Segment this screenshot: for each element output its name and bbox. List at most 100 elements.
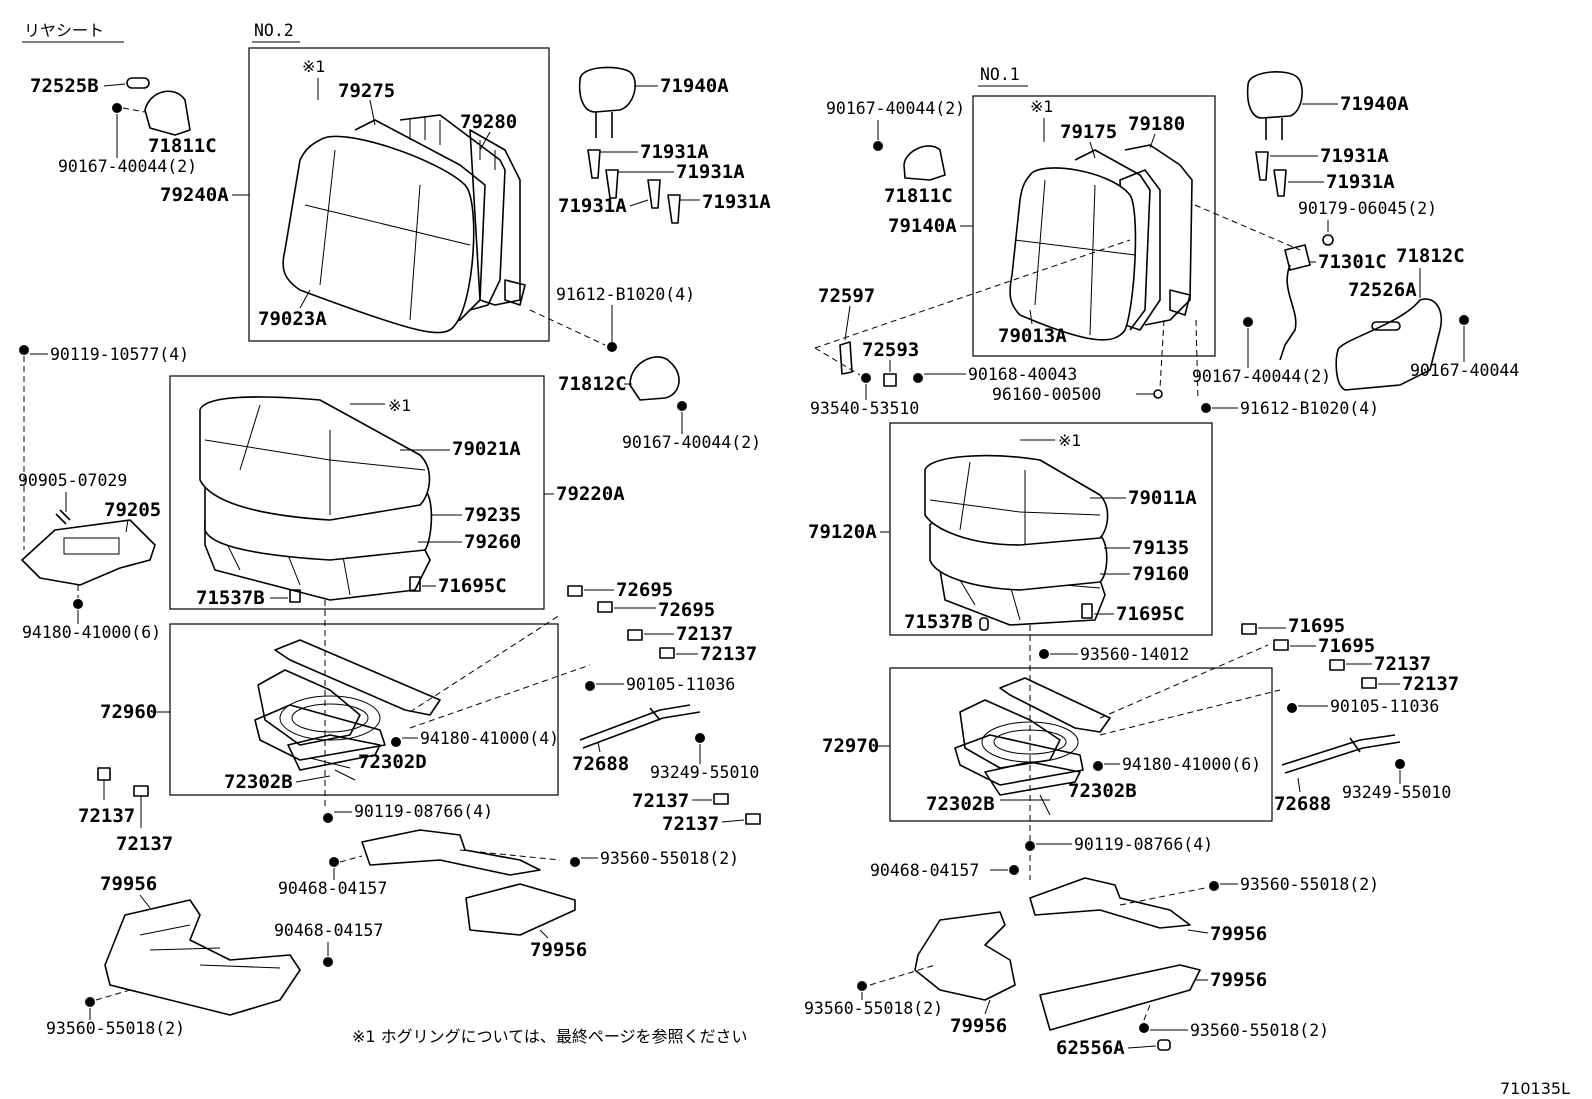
- cover-79956-upper-no2: [361, 829, 541, 876]
- clip-icon: [597, 601, 613, 613]
- screw-icon: [85, 997, 95, 1007]
- cover-79956-upper-no1: [1029, 877, 1191, 929]
- part-79140A: 79140A: [888, 215, 957, 237]
- frame-box-no1: [889, 667, 1273, 822]
- cap-icon: [1329, 659, 1345, 671]
- clip-icon: [1273, 639, 1289, 651]
- part-72688-no1: 72688: [1274, 793, 1331, 815]
- part-90167-40044-no1: 90167-40044: [1410, 361, 1519, 380]
- part-71940A-no1: 71940A: [1340, 93, 1409, 115]
- bolt-icon: [1201, 403, 1211, 413]
- lever-cable-71301C: [1279, 244, 1311, 361]
- part-90119-08766: 90119-08766(4): [354, 802, 493, 821]
- part-72960: 72960: [100, 701, 157, 723]
- part-90468-04157-no1: 90468-04157: [870, 861, 979, 880]
- part-72137-a: 72137: [676, 623, 733, 645]
- part-93560-55018-a: 93560-55018(2): [600, 849, 739, 868]
- part-93560-55018-a-no1: 93560-55018(2): [1240, 875, 1379, 894]
- dash-93560-no1: [1119, 887, 1206, 906]
- part-79135: 79135: [1132, 537, 1189, 559]
- seat-no1-group: NO.1 ※1 79175 79180 79013A 79140A 90167-…: [804, 65, 1519, 1059]
- part-79956-a-no1: 79956: [1210, 923, 1267, 945]
- part-79021A: 79021A: [452, 438, 521, 460]
- leader-71931A-c: [629, 199, 649, 207]
- bolt-icon: [19, 345, 29, 355]
- cap-icon: [713, 793, 729, 805]
- part-71811C-no1: 71811C: [884, 185, 953, 207]
- frame-illustration-72970: [954, 677, 1111, 796]
- tag-71695C-no1: [1081, 603, 1093, 619]
- part-90179-06045: 90179-06045(2): [1298, 199, 1437, 218]
- bolt-icon: [607, 342, 617, 352]
- leader-72302B: [295, 775, 331, 783]
- dash-93560-c-no1: [869, 964, 936, 986]
- screw-icon: [112, 103, 122, 113]
- part-93249-55010: 93249-55010: [650, 763, 759, 782]
- cap-icon: [1361, 677, 1377, 689]
- part-94180-41000-6-no1: 94180-41000(6): [1122, 755, 1261, 774]
- part-72137-e: 72137: [78, 805, 135, 827]
- cover-71811C: [144, 90, 191, 136]
- part-71931A-b-no1: 71931A: [1326, 171, 1395, 193]
- leader-72525B: [103, 83, 126, 87]
- part-71931A-c: 71931A: [558, 195, 627, 217]
- bracket-79205: [21, 519, 156, 586]
- tag-71537B-no2: [289, 589, 301, 603]
- part-62556A: 62556A: [1056, 1037, 1125, 1059]
- part-79220A: 79220A: [556, 483, 625, 505]
- screw-icon: [1395, 759, 1405, 769]
- leader-79175: [1089, 141, 1096, 159]
- part-90167-40044-2-top-no1: 90167-40044(2): [826, 99, 965, 118]
- part-79956-a: 79956: [100, 873, 157, 895]
- leader-62556A: [1127, 1045, 1157, 1049]
- screw-icon: [873, 141, 883, 151]
- cover-79956-a-no2: [104, 899, 301, 1016]
- part-72695-a: 72695: [616, 579, 673, 601]
- leader-79956-a-no1: [1187, 929, 1209, 934]
- cushion-hogring-note-no1: ※1: [1058, 431, 1082, 450]
- seatback-hogring-note-no1: ※1: [1030, 97, 1054, 116]
- seat-no2-group: NO.2 ※1 79275 79280 79023A 79240A 72525B…: [18, 21, 771, 1038]
- cap-icon: [659, 647, 675, 659]
- dash-90468-cover: [339, 855, 363, 863]
- part-90119-10577: 90119-10577(4): [50, 345, 189, 364]
- clip-icon: [1241, 623, 1257, 635]
- part-79275: 79275: [338, 80, 395, 102]
- part-94180-41000-6: 94180-41000(6): [22, 623, 161, 642]
- cover-79956-c-no1: [1039, 964, 1201, 1031]
- cap-icon: [627, 629, 643, 641]
- part-90167-40044-2-b: 90167-40044(2): [622, 433, 761, 452]
- washer-icon: [1153, 389, 1163, 399]
- screw-icon: [570, 857, 580, 867]
- part-90167-40044-2-top: 90167-40044(2): [58, 157, 197, 176]
- part-79180: 79180: [1128, 113, 1185, 135]
- cushion-illustration-no1: [924, 454, 1109, 626]
- screw-icon: [857, 981, 867, 991]
- screw-icon: [677, 401, 687, 411]
- seatback-hogring-note-no2: ※1: [302, 57, 326, 76]
- part-71811C: 71811C: [148, 135, 217, 157]
- dash-screw-cover-no2: [122, 107, 146, 113]
- part-79013A: 79013A: [998, 325, 1067, 347]
- part-72970: 72970: [822, 735, 879, 757]
- leader-72597: [844, 305, 851, 341]
- part-93540-53510: 93540-53510: [810, 399, 919, 418]
- part-79956-c-no1: 79956: [1210, 969, 1267, 991]
- part-71812C-no1: 71812C: [1396, 245, 1465, 267]
- cable-72688-no2: [579, 704, 701, 749]
- part-79175: 79175: [1060, 121, 1117, 143]
- part-72137-b-no1: 72137: [1402, 673, 1459, 695]
- tag-72525B: [126, 77, 150, 89]
- part-90468-04157-a: 90468-04157: [278, 879, 387, 898]
- part-90167-40044-2-no1: 90167-40044(2): [1192, 367, 1331, 386]
- part-72137-b: 72137: [700, 643, 757, 665]
- leader-72137-d: [721, 819, 745, 823]
- part-71812C: 71812C: [558, 373, 627, 395]
- seat-no2-title: NO.2: [254, 21, 294, 40]
- seatback-illustration-no1: [1009, 144, 1193, 341]
- cushion-hogring-note-no2: ※1: [388, 396, 412, 415]
- part-79023A: 79023A: [258, 308, 327, 330]
- part-79956-b-no1: 79956: [950, 1015, 1007, 1037]
- part-94180-41000-4: 94180-41000(4): [420, 729, 559, 748]
- cover-71812C-no1: [1335, 298, 1442, 391]
